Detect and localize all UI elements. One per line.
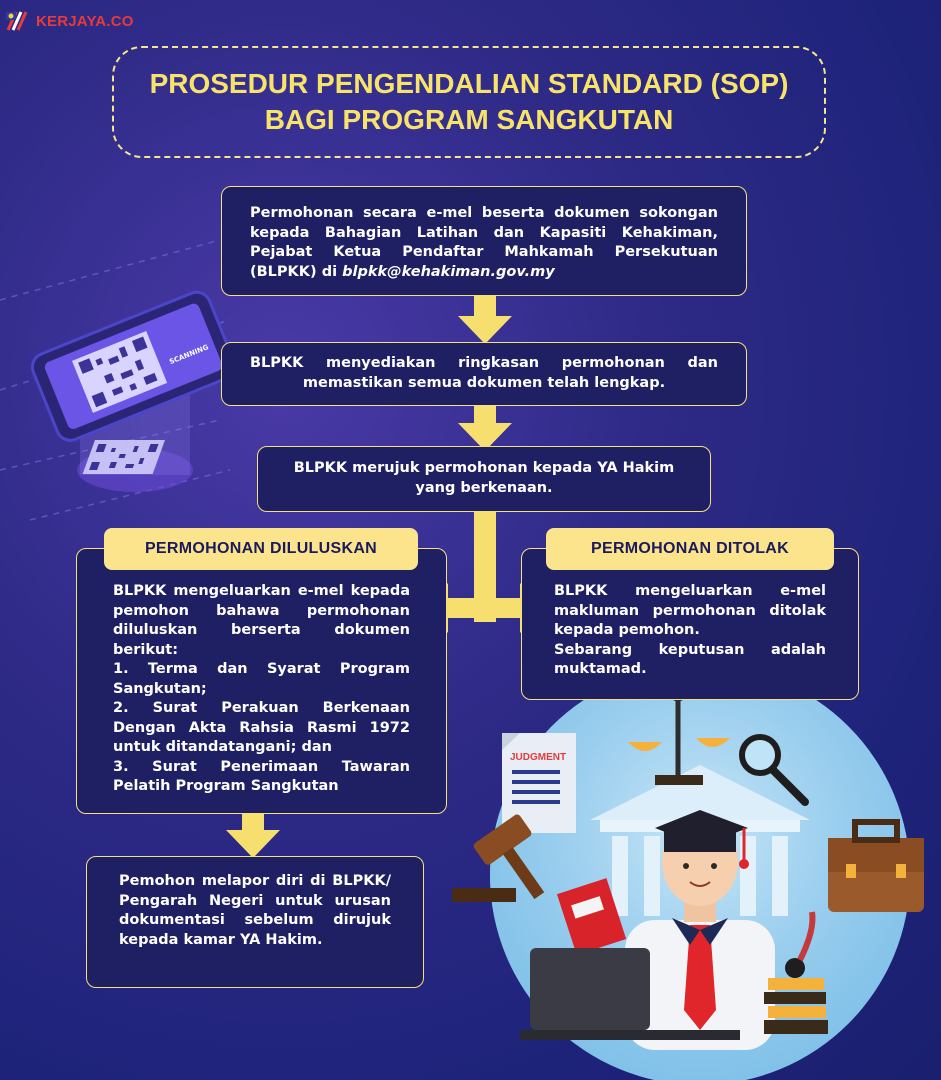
approved-item-2: 2. Surat Perakuan Berkenaan Dengan Akta … (113, 700, 410, 755)
logo-text: KERJAYA.CO (36, 12, 134, 30)
rejected-label: PERMOHONAN DITOLAK (546, 528, 834, 570)
brand-logo[interactable]: KERJAYA.CO (6, 10, 134, 32)
rejected-text-1: BLPKK mengeluarkan e-mel makluman permoh… (554, 583, 826, 638)
step-3-box: BLPKK merujuk permohonan kepada YA Hakim… (257, 446, 711, 512)
step-1-box: Permohonan secara e-mel beserta dokumen … (221, 186, 747, 296)
step-1-line-4-prefix: (BLPKK) di (250, 263, 343, 280)
final-step-box: Pemohon melapor diri di BLPKK/ Pengarah … (86, 856, 424, 988)
approved-item-1: 1. Terma dan Syarat Program Sangkutan; (113, 661, 410, 697)
step-1-line-1: Permohonan secara e-mel beserta dokumen … (250, 205, 718, 221)
approved-intro: BLPKK mengeluarkan e-mel kepada pemohon … (113, 583, 410, 658)
step-1-email-link[interactable]: blpkk@kehakiman.gov.my (342, 263, 555, 280)
phone-qr-icon: SCANNING (30, 290, 237, 492)
page-title-line-2: BAGI PROGRAM SANGKUTAN (264, 104, 674, 135)
step-2-box: BLPKK menyediakan ringkasan permohonan d… (221, 342, 747, 406)
step-1-line-3: Pejabat Ketua Pendaftar Mahkamah Perseku… (250, 244, 718, 260)
step-1-line-2: kepada Bahagian Latihan dan Kapasiti Keh… (250, 224, 718, 241)
step-1-line-4: (BLPKK) di blpkk@kehakiman.gov.my (250, 263, 718, 283)
approved-item-3: 3. Surat Penerimaan Tawaran Pelatih Prog… (113, 758, 410, 795)
final-step-text: Pemohon melapor diri di BLPKK/ Pengarah … (119, 873, 391, 948)
step-2-text: BLPKK menyediakan ringkasan permohonan d… (250, 355, 718, 391)
page-title-line-1: PROSEDUR PENGENDALIAN STANDARD (SOP) (149, 68, 789, 99)
flag-icon (6, 11, 28, 31)
step-3-text: BLPKK merujuk permohonan kepada YA Hakim… (293, 460, 675, 496)
rejected-box: BLPKK mengeluarkan e-mel makluman permoh… (521, 548, 859, 700)
lawyer-illustration: JUDGMENT (452, 665, 924, 1080)
rejected-text-2: Sebarang keputusan adalah muktamad. (554, 641, 826, 678)
title-box: PROSEDUR PENGENDALIAN STANDARD (SOP) BAG… (112, 46, 826, 158)
approved-box: BLPKK mengeluarkan e-mel kepada pemohon … (76, 548, 447, 814)
approved-label: PERMOHONAN DILULUSKAN (104, 528, 418, 570)
document-label: JUDGMENT (510, 752, 566, 763)
